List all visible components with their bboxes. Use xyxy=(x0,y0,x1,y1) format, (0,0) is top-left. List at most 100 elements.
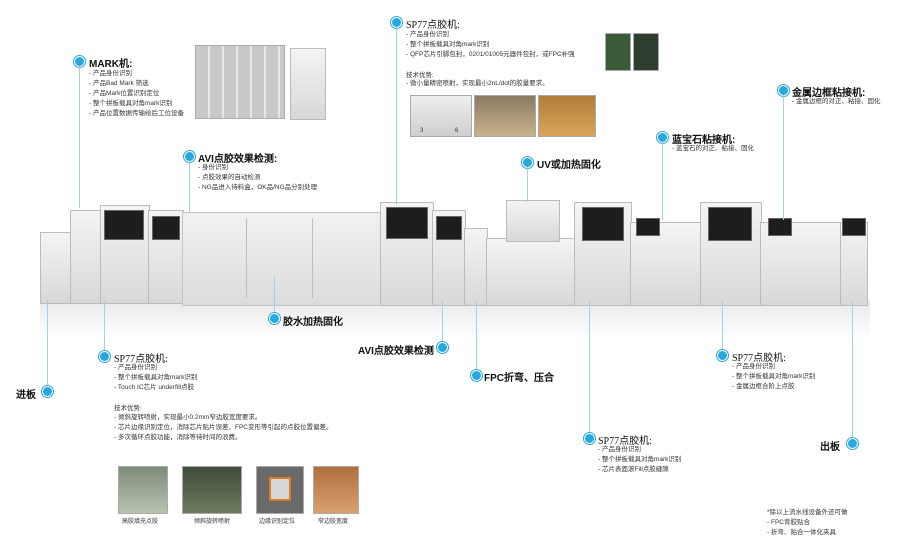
bottom-photo-1-caption: 高胶填充点胶 xyxy=(122,519,159,525)
sp77-top-advantage-item: 微小量精密喷射，实现最小2nL/dot的胶量要求。 xyxy=(406,79,549,89)
unloading-callout-dot xyxy=(847,438,858,449)
metal-frame-bonder-machine xyxy=(760,222,842,306)
note-list: FPC背胶贴合 折弯、贴合一体化夹具 xyxy=(767,518,836,538)
sp77-sample-photo-1 xyxy=(410,95,472,137)
mark-feature-list: 产品身份识别 产品Bad Mark 筛选 产品Mark位置识别定位 整个拼板载具… xyxy=(89,69,184,119)
mark-feature-item: 产品Mark位置识别定位 xyxy=(89,89,184,99)
note-title: *除以上流水线设备外还可做 xyxy=(767,509,848,516)
sp77-left-callout-dot xyxy=(99,351,110,362)
oven-panel-divider xyxy=(312,218,313,298)
glue-cure-title: 胶水加热固化 xyxy=(283,317,343,328)
fpc-callout-dot xyxy=(471,370,482,381)
floor-reflection xyxy=(40,300,870,340)
mark-machine-photo xyxy=(290,48,326,120)
unloader-screen xyxy=(842,218,866,236)
bottom-photo-3-caption: 边缘识别定位 xyxy=(259,519,296,525)
fpc-title: FPC折弯、压合 xyxy=(484,373,554,384)
metal-feature-item: 金属边框的对正、粘接、固化 xyxy=(792,97,881,107)
metal-title: 金属边框粘接机: xyxy=(792,88,866,99)
avi-machine-screen xyxy=(152,216,180,240)
bottom-photo-4 xyxy=(313,466,359,514)
sp77-sample-photo-1-caption: 3 xyxy=(420,128,424,134)
avi-machine-2-screen xyxy=(436,216,462,240)
sp77-sample-photo-3 xyxy=(538,95,596,137)
avi-top-feature-item: 点胶效果的自动检测 xyxy=(198,173,317,183)
fpc-callout-line xyxy=(476,300,477,370)
sp77-left-title: SP77点胶机: xyxy=(114,354,168,365)
note-item: 折弯、贴合一体化夹具 xyxy=(767,528,836,538)
metal-frame-bonder-screen xyxy=(768,218,792,236)
unloader-machine xyxy=(840,222,868,306)
avi-top-feature-item: NG品进入待料盒，OK品/NG品分别处理 xyxy=(198,183,317,193)
uv-title: UV或加热固化 xyxy=(537,160,601,171)
oven-panel-divider xyxy=(246,218,247,298)
uv-cure-hood xyxy=(506,200,560,242)
sp77-mid-callout-line xyxy=(589,300,590,433)
sp77-top-callout-line xyxy=(396,27,397,205)
chip-photo-2 xyxy=(633,33,659,71)
sp77-left-callout-line xyxy=(104,300,105,350)
avi-top-feature-item: 身份识别 xyxy=(198,163,317,173)
sp77-dispenser-2-screen xyxy=(582,207,624,241)
sp77-dispenser-3-screen xyxy=(708,207,752,241)
metal-feature-list: 金属边框的对正、粘接、固化 xyxy=(792,97,881,107)
sapphire-feature-list: 蓝宝石的对正、粘接、固化 xyxy=(672,144,754,154)
sp77-sample-photo-2-caption: 6 xyxy=(455,128,459,134)
avi-top-callout-line xyxy=(189,161,190,213)
sp77-top-title: SP77点胶机: xyxy=(406,20,460,31)
sp77-right-callout-line xyxy=(722,300,723,350)
mark-feature-item: 整个拼板载具对角mark识别 xyxy=(89,99,184,109)
sp77-right-callout-dot xyxy=(717,350,728,361)
sp77-top-feature-item: 产品身份识别 xyxy=(406,30,575,40)
sp77-right-title: SP77点胶机: xyxy=(732,353,786,364)
sp77-left-advantage-item: 倾斜旋转喷射，实现最小0.2mm窄边胶宽度要求。 xyxy=(114,413,332,423)
sp77-right-feature-item: 整个拼板载具对角mark识别 xyxy=(732,372,815,382)
sp77-left-advantage-item: 芯片边缘识别定位，消除芯片贴片误差、FPC变形等引起的点胶位置偏差。 xyxy=(114,423,333,433)
mark-title: MARK机: xyxy=(89,59,133,70)
bottom-photo-2-caption: 倾斜旋转喷射 xyxy=(194,519,231,525)
avi-bottom-callout-dot xyxy=(437,342,448,353)
unloading-title: 出板 xyxy=(820,442,840,453)
sp77-top-feature-item: QFP芯片引脚包封，0201/01005元器件包封，或FPC补强 xyxy=(406,50,575,60)
bottom-photo-4-caption: 窄边胶宽度 xyxy=(318,519,349,525)
uv-callout-line xyxy=(527,167,528,202)
sp77-left-advantage-list: 倾斜旋转喷射，实现最小0.2mm窄边胶宽度要求。 芯片边缘识别定位，消除芯片贴片… xyxy=(114,413,333,443)
sp77-mid-feature-item: 芯片表面滚Fill点胶缝隙 xyxy=(598,465,681,475)
sapphire-feature-item: 蓝宝石的对正、粘接、固化 xyxy=(672,144,754,154)
bottom-photo-2 xyxy=(182,466,242,514)
sp77-top-feature-list: 产品身份识别 整个拼板载具对角mark识别 QFP芯片引脚包封，0201/010… xyxy=(406,30,575,60)
loader-machine xyxy=(40,232,74,304)
sp77-dispenser-screen xyxy=(386,207,428,239)
sp77-top-advantage-list: 微小量精密喷射，实现最小2nL/dot的胶量要求。 xyxy=(406,79,549,89)
sp77-left-feature-item: 产品身份识别 xyxy=(114,363,197,373)
mark-machine xyxy=(70,210,102,304)
chip-photo-1 xyxy=(605,33,631,71)
sp77-mid-feature-list: 产品身份识别 整个拼板载具对角mark识别 芯片表面滚Fill点胶缝隙 xyxy=(598,445,681,475)
glue-cure-callout-line xyxy=(274,275,275,313)
sapphire-title: 蓝宝石粘接机: xyxy=(672,135,736,146)
glue-cure-callout-dot xyxy=(269,313,280,324)
sp77-mid-title: SP77点胶机: xyxy=(598,436,652,447)
mark-callout-line xyxy=(79,66,80,208)
mark-carrier-photo xyxy=(195,45,285,119)
sp77-sample-photo-2 xyxy=(474,95,536,137)
note-item: FPC背胶贴合 xyxy=(767,518,836,528)
sp77-mid-callout-dot xyxy=(584,433,595,444)
avi-bottom-callout-line xyxy=(442,300,443,342)
avi-top-title: AVI点胶效果检测: xyxy=(198,154,278,165)
sp77-right-feature-item: 金属边框合阶上点胶 xyxy=(732,382,815,392)
bottom-photo-1 xyxy=(118,466,168,514)
mark-feature-item: 产品位置数据传输给后工位设备 xyxy=(89,109,184,119)
loading-callout-dot xyxy=(42,386,53,397)
curing-oven xyxy=(182,212,382,306)
sapphire-callout-line xyxy=(662,142,663,220)
avi-top-feature-list: 身份识别 点胶效果的自动检测 NG品进入待料盒，OK品/NG品分别处理 xyxy=(198,163,317,193)
unloading-callout-line xyxy=(852,300,853,438)
sp77-left-feature-item: Touch IC芯片 underfill点胶 xyxy=(114,383,197,393)
sp77-mid-feature-item: 产品身份识别 xyxy=(598,445,681,455)
mark-feature-item: 产品身份识别 xyxy=(89,69,184,79)
sp77-mid-feature-item: 整个拼板载具对角mark识别 xyxy=(598,455,681,465)
sp77-top-advantage-title: 技术优势: xyxy=(406,72,434,79)
bottom-photo-3 xyxy=(256,466,304,514)
loading-title: 进板 xyxy=(16,390,36,401)
